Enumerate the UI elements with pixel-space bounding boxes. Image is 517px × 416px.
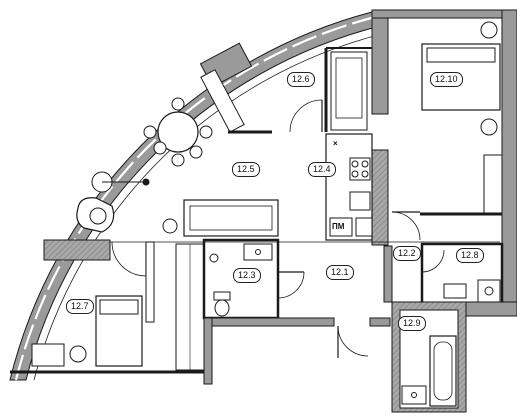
kitchen-hob xyxy=(349,157,371,181)
bathroom-12-3-sink xyxy=(243,243,273,261)
dining-chair-3 xyxy=(171,153,185,167)
room-label-12-5: 12.5 xyxy=(232,162,260,177)
room-label-12-1: 12.1 xyxy=(326,265,354,280)
lamp-point xyxy=(142,178,150,186)
wall-12-9-right xyxy=(465,301,517,317)
bathroom-12-8-drain xyxy=(484,286,494,296)
wall-living-bottom xyxy=(43,239,111,261)
bedroom-lamp-2 xyxy=(480,118,498,136)
room-label-12-3: 12.3 xyxy=(233,268,261,283)
dining-chair-5 xyxy=(153,141,167,155)
hob-ring-3 xyxy=(351,170,359,178)
hob-ring-4 xyxy=(361,170,369,178)
bathroom-12-3-drain xyxy=(255,249,261,255)
bathroom-12-8-sink xyxy=(443,283,467,299)
hob-ring-2 xyxy=(361,160,369,168)
door-swing-12-7 xyxy=(111,241,147,277)
wall-hall-right xyxy=(383,245,393,303)
room-label-12-2: 12.2 xyxy=(393,246,421,261)
bathroom-12-3-shower xyxy=(209,253,219,263)
hob-ring-1 xyxy=(351,160,359,168)
bathroom-12-9-tub-inner xyxy=(433,341,453,401)
bathroom-12-3-toilet-tank xyxy=(213,291,231,301)
bedroom-bed-pillow xyxy=(426,47,496,63)
dining-chair-1 xyxy=(171,97,185,111)
sofa xyxy=(183,199,279,237)
bedroom-12-7-pillow xyxy=(99,299,139,315)
dining-chair-6 xyxy=(189,145,203,159)
room-label-12-6: 12.6 xyxy=(287,72,315,87)
sofa-back xyxy=(189,205,273,231)
armchair-cushion xyxy=(89,207,107,225)
room-label-12-8: 12.8 xyxy=(456,248,484,263)
room-label-12-7: 12.7 xyxy=(66,299,94,314)
bedroom-wardrobe xyxy=(483,154,503,214)
wall-right-outer xyxy=(501,9,517,311)
kitchen-dishwasher xyxy=(329,217,353,237)
entrance-door-swing xyxy=(337,325,369,357)
wardrobe-12-6 xyxy=(330,51,368,131)
bedroom-12-7-desk xyxy=(31,343,65,367)
door-swing-12-6 xyxy=(289,99,323,133)
room-label-12-10: 12.10 xyxy=(430,72,463,87)
wall-entrance-right xyxy=(369,317,391,327)
curved-window-inner xyxy=(33,33,383,381)
wall-hall-column xyxy=(371,149,389,246)
wall-top-right xyxy=(371,9,517,19)
bathroom-12-3-toilet-bowl xyxy=(214,299,230,317)
wall-bedroom-left xyxy=(371,17,389,115)
dining-chair-2 xyxy=(199,125,213,139)
wall-12-7-right xyxy=(145,241,155,323)
curved-window-line xyxy=(14,15,376,381)
bathroom-12-8-shower xyxy=(477,279,501,303)
door-swing-12-2 xyxy=(391,211,421,241)
door-swing-12-3 xyxy=(277,271,305,299)
side-table xyxy=(162,218,178,234)
kitchen-fridge xyxy=(355,217,373,237)
wardrobe-12-6-shelf xyxy=(335,57,363,119)
tv-console xyxy=(200,69,245,133)
door-swing-12-8 xyxy=(421,249,445,273)
wall-lower-left-2 xyxy=(203,317,213,385)
dishwasher-label: ПМ xyxy=(332,222,345,231)
range-hood-symbol: × xyxy=(333,139,338,148)
bathroom-12-9-sink xyxy=(401,385,427,405)
bedroom-12-7-chair xyxy=(69,345,87,363)
wall-lower-left xyxy=(203,317,335,327)
room-label-12-4: 12.4 xyxy=(308,162,336,177)
bedroom-nightstand-lamp xyxy=(480,21,498,39)
room-label-12-9: 12.9 xyxy=(398,316,426,331)
dining-table xyxy=(157,111,199,153)
kitchen-sink xyxy=(349,191,371,211)
bathroom-12-9-drain xyxy=(411,392,417,398)
dining-chair-4 xyxy=(143,125,157,139)
